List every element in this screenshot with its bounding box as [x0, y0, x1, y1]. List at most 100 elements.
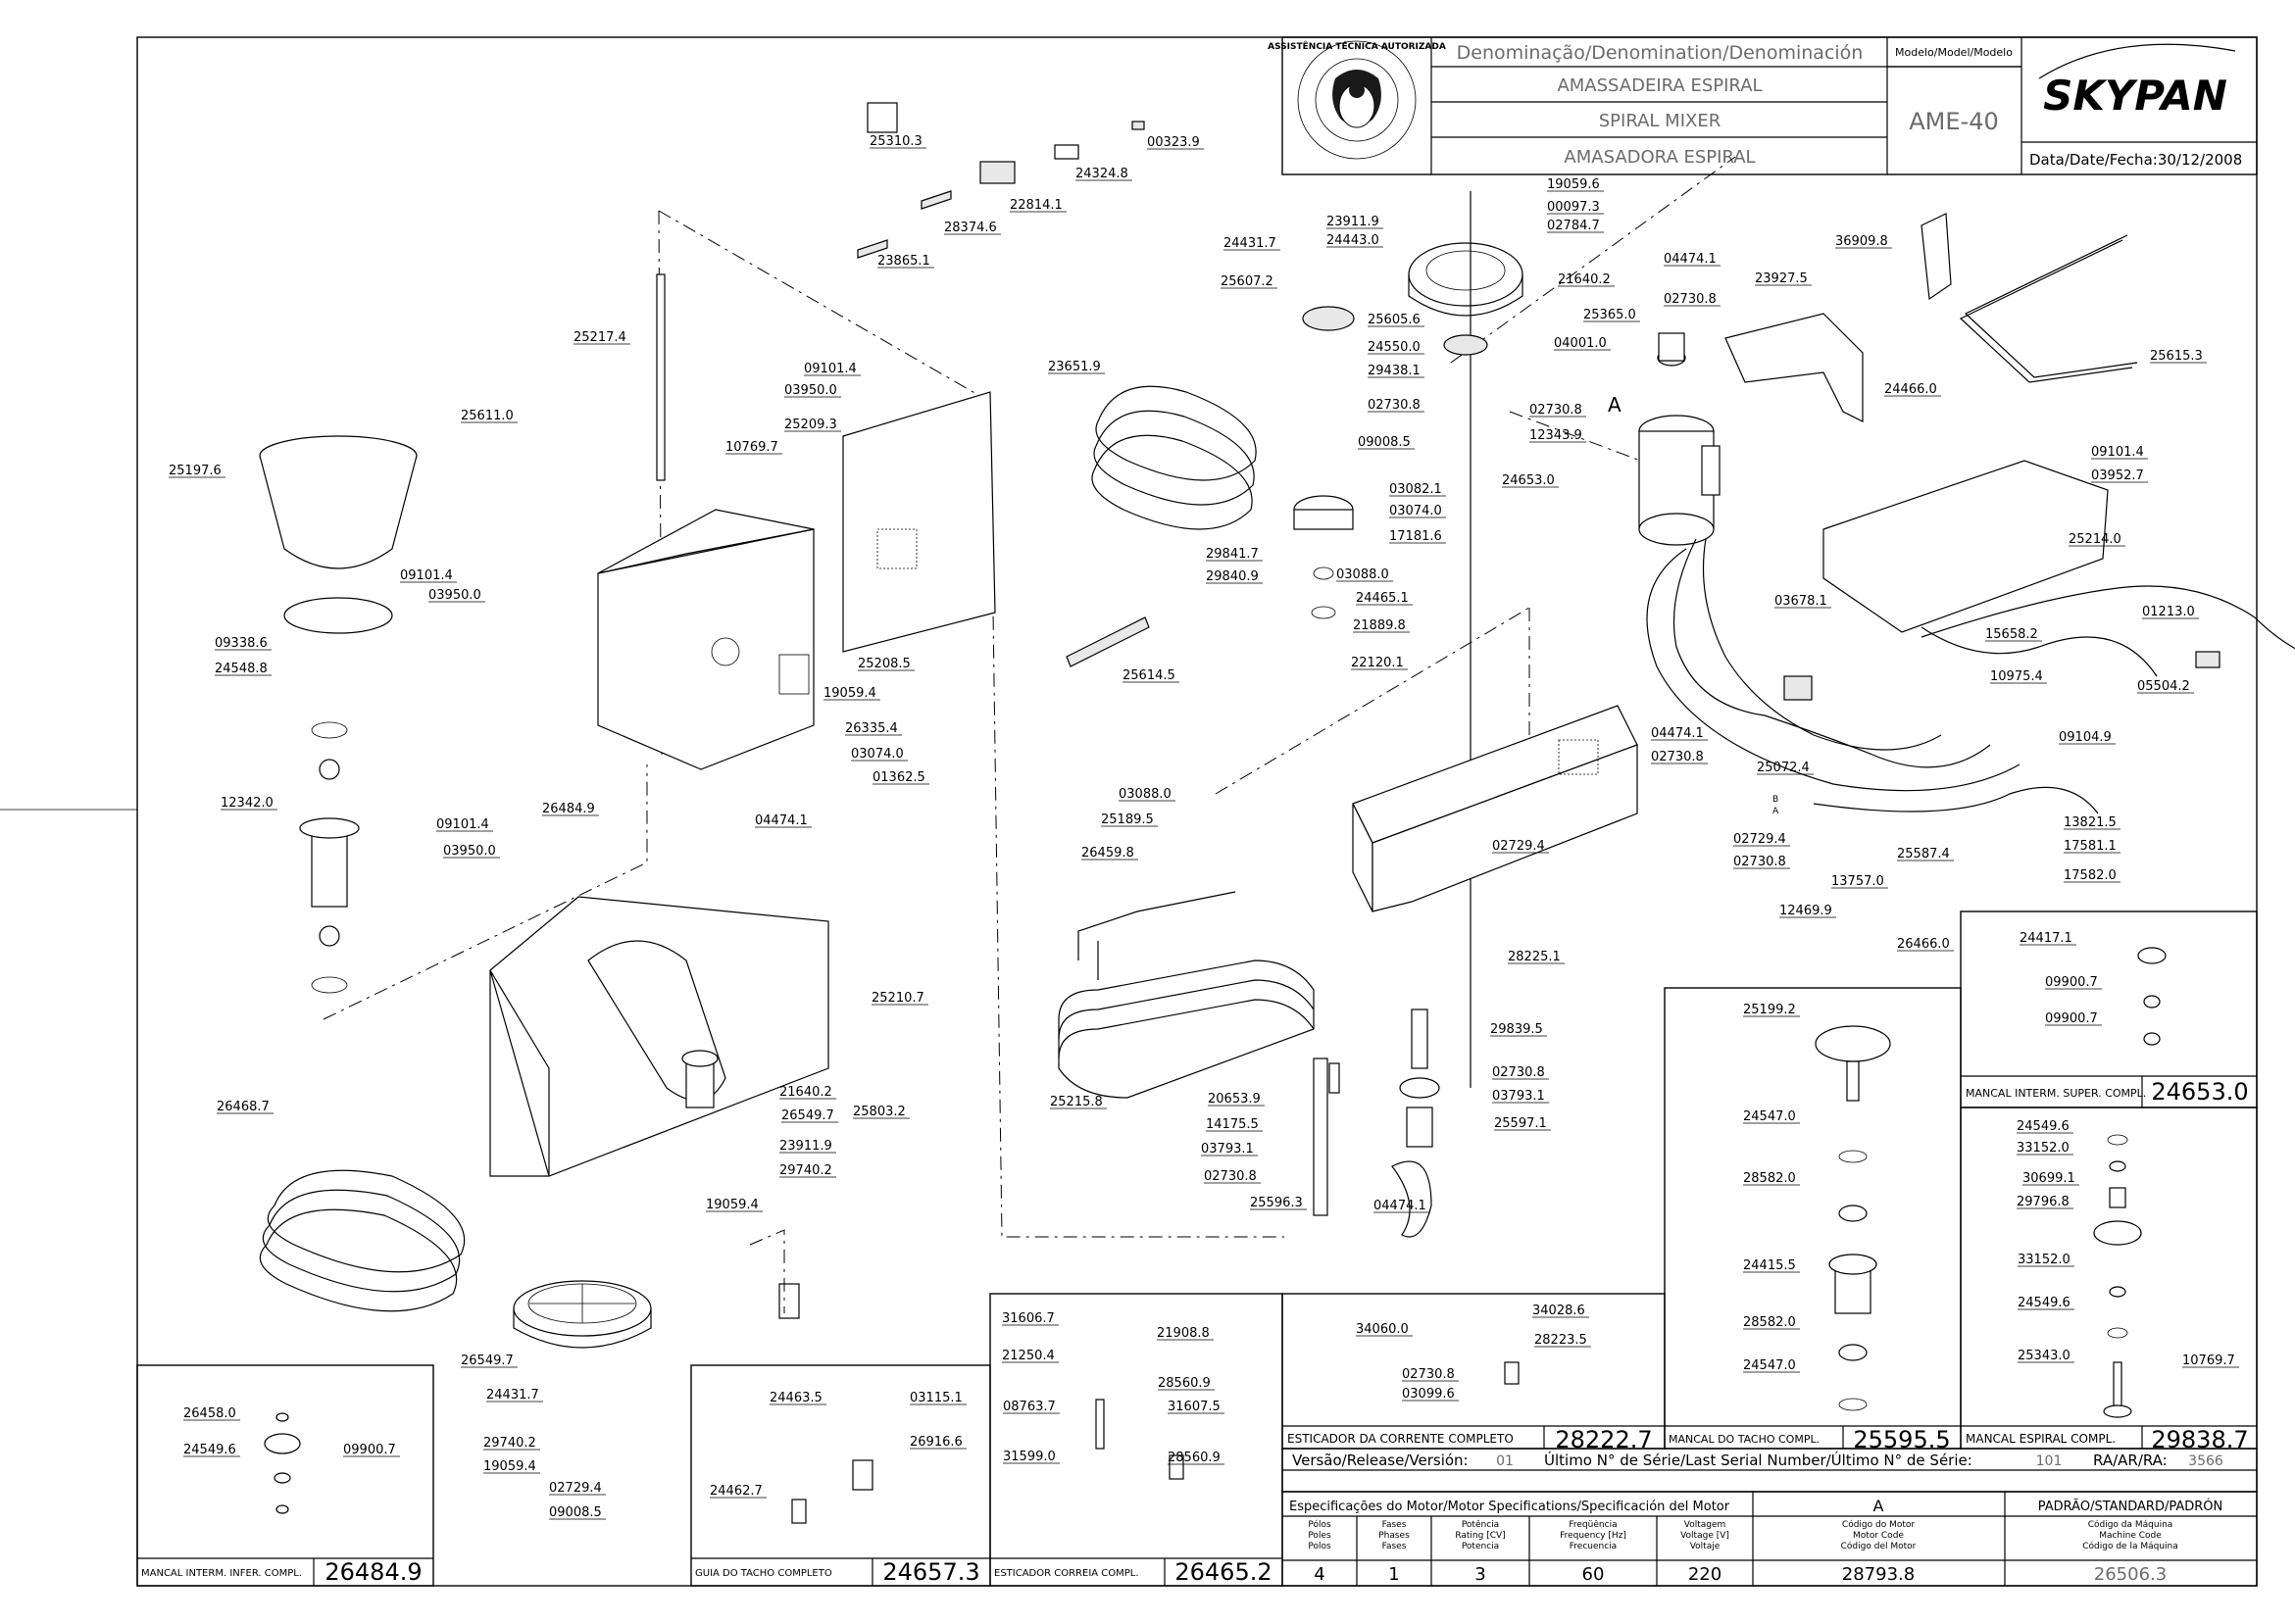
subassembly-code-2: 25595.5 — [1853, 1426, 1950, 1453]
brand-swoosh — [2038, 43, 2236, 79]
part-number-09101.4: 09101.4 — [436, 817, 489, 832]
part-number-22814.1: 22814.1 — [1010, 198, 1063, 213]
brand-logo: SKYPAN — [2043, 72, 2227, 120]
part-number-25209.3: 25209.3 — [784, 418, 837, 432]
part-number-03088.0: 03088.0 — [1119, 787, 1172, 802]
part-number-29740.2: 29740.2 — [779, 1163, 832, 1178]
part-number-19059.4: 19059.4 — [823, 686, 876, 701]
part-number-28225.1: 28225.1 — [1508, 950, 1561, 964]
part-number-25214.0: 25214.0 — [2069, 532, 2121, 547]
part-number-25365.0: 25365.0 — [1583, 308, 1636, 322]
part-number-26466.0: 26466.0 — [1897, 937, 1950, 952]
part-number-21640.2: 21640.2 — [1558, 272, 1611, 287]
part-number-29438.1: 29438.1 — [1368, 364, 1421, 378]
motor-spec-value-2: 3 — [1474, 1564, 1485, 1585]
subassembly-name-1: ESTICADOR DA CORRENTE COMPLETO — [1287, 1432, 1514, 1446]
part-number-25803.2: 25803.2 — [853, 1105, 906, 1119]
part-number-02729.4: 02729.4 — [1733, 832, 1786, 847]
part-number-25587.4: 25587.4 — [1897, 847, 1950, 861]
part-number-23911.9: 23911.9 — [779, 1139, 832, 1154]
part-number-28582.0: 28582.0 — [1743, 1171, 1796, 1186]
part-number-25197.6: 25197.6 — [169, 464, 222, 478]
motor-spec-label-5: Motor Code — [1853, 1531, 1904, 1541]
motor-spec-label-0: Polos — [1308, 1542, 1331, 1551]
part-number-25614.5: 25614.5 — [1123, 668, 1175, 683]
motor-spec-label-6: Código de la Máquina — [2082, 1541, 2178, 1551]
motor-spec-label-3: Freqüência — [1569, 1519, 1617, 1530]
part-number-02729.4: 02729.4 — [549, 1481, 602, 1496]
part-number-24324.8: 24324.8 — [1075, 167, 1128, 181]
motor-spec-label-6: Machine Code — [2099, 1531, 2162, 1541]
part-number-03793.1: 03793.1 — [1492, 1089, 1545, 1104]
part-number-25615.3: 25615.3 — [2150, 349, 2203, 364]
part-number-22120.1: 22120.1 — [1351, 656, 1404, 670]
subassembly-boxes — [136, 910, 2258, 1587]
subassembly-code-6: 26465.2 — [1174, 1558, 1272, 1586]
part-number-24550.0: 24550.0 — [1368, 340, 1421, 355]
motor-spec-label-1: Phases — [1378, 1531, 1410, 1541]
name-english: SPIRAL MIXER — [1599, 111, 1721, 131]
part-number-29839.5: 29839.5 — [1490, 1022, 1543, 1037]
part-number-03950.0: 03950.0 — [443, 844, 496, 859]
name-spanish: AMASADORA ESPIRAL — [1564, 147, 1755, 168]
part-number-25607.2: 25607.2 — [1221, 274, 1273, 289]
part-number-02730.8: 02730.8 — [1368, 398, 1421, 413]
part-number-33152.0: 33152.0 — [2018, 1253, 2070, 1267]
part-number-01213.0: 01213.0 — [2142, 605, 2195, 619]
part-number-00323.9: 00323.9 — [1147, 135, 1200, 150]
part-number-03950.0: 03950.0 — [428, 588, 481, 603]
part-number-26916.6: 26916.6 — [910, 1435, 963, 1450]
part-number-28582.0: 28582.0 — [1743, 1315, 1796, 1330]
part-number-20653.9: 20653.9 — [1208, 1092, 1261, 1107]
part-number-29796.8: 29796.8 — [2017, 1195, 2070, 1209]
motor-spec-label-2: Potência — [1462, 1519, 1499, 1530]
motor-spec-label-3: Frequency [Hz] — [1560, 1531, 1626, 1541]
subassembly-code-5: 24657.3 — [882, 1558, 979, 1586]
part-number-26484.9: 26484.9 — [542, 802, 595, 816]
model-code: AME-40 — [1909, 108, 1999, 135]
part-number-09900.7: 09900.7 — [2045, 1011, 2098, 1026]
part-number-25217.4: 25217.4 — [574, 330, 626, 345]
part-number-02730.8: 02730.8 — [1529, 403, 1582, 418]
part-number-24431.7: 24431.7 — [1223, 236, 1276, 251]
part-number-24462.7: 24462.7 — [710, 1484, 763, 1499]
part-number-26459.8: 26459.8 — [1081, 846, 1134, 861]
motor-spec-label-2: Rating [CV] — [1455, 1531, 1505, 1541]
part-number-10975.4: 10975.4 — [1990, 669, 2043, 684]
part-number-02730.8: 02730.8 — [1664, 292, 1717, 307]
part-number-31606.7: 31606.7 — [1002, 1311, 1055, 1326]
wire-marker-b: B — [1772, 795, 1778, 805]
part-number-29840.9: 29840.9 — [1206, 569, 1259, 584]
part-number-24547.0: 24547.0 — [1743, 1109, 1796, 1124]
ra-label: RA/AR/RA: — [2093, 1452, 2168, 1469]
part-number-08763.7: 08763.7 — [1003, 1400, 1056, 1414]
part-number-28223.5: 28223.5 — [1534, 1333, 1587, 1348]
seal-text: ASSISTÊNCIA TÉCNICA AUTORIZADA — [1268, 40, 1446, 52]
part-number-28374.6: 28374.6 — [944, 221, 997, 235]
part-number-25597.1: 25597.1 — [1494, 1116, 1547, 1131]
part-number-25189.5: 25189.5 — [1101, 812, 1154, 827]
motor-spec-value-3: 60 — [1582, 1564, 1605, 1585]
part-number-33152.0: 33152.0 — [2017, 1141, 2070, 1156]
part-number-21250.4: 21250.4 — [1002, 1349, 1055, 1363]
motor-variant: A — [1873, 1497, 1884, 1515]
part-number-05504.2: 05504.2 — [2137, 679, 2190, 694]
part-number-09101.4: 09101.4 — [400, 568, 453, 583]
part-number-26468.7: 26468.7 — [217, 1100, 270, 1114]
part-number-09900.7: 09900.7 — [343, 1443, 396, 1457]
motor-spec-value-6: 26506.3 — [2094, 1564, 2167, 1585]
motor-spec-label-0: Pólos — [1308, 1519, 1331, 1530]
part-number-24463.5: 24463.5 — [770, 1391, 823, 1405]
part-number-25208.5: 25208.5 — [858, 657, 911, 671]
part-number-03074.0: 03074.0 — [851, 747, 904, 762]
part-number-25611.0: 25611.0 — [461, 409, 514, 423]
part-number-19059.4: 19059.4 — [706, 1198, 759, 1212]
part-number-09008.5: 09008.5 — [1358, 435, 1411, 450]
part-number-00097.3: 00097.3 — [1547, 200, 1600, 215]
part-number-25215.8: 25215.8 — [1050, 1095, 1103, 1109]
name-portuguese: AMASSADEIRA ESPIRAL — [1557, 75, 1762, 96]
part-number-10769.7: 10769.7 — [725, 440, 778, 455]
part-number-02730.8: 02730.8 — [1733, 855, 1786, 869]
part-number-28560.9: 28560.9 — [1168, 1451, 1221, 1465]
